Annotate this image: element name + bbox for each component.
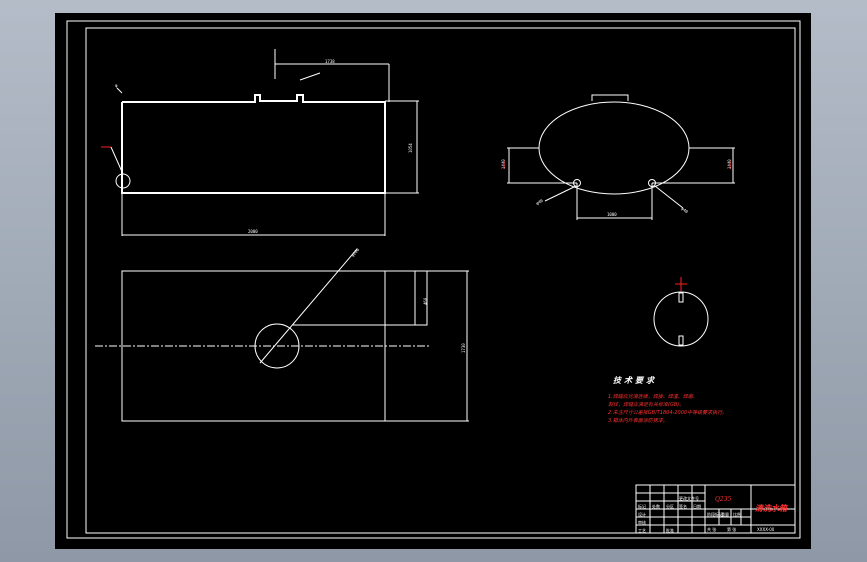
title-row-design: 设计 bbox=[638, 511, 646, 517]
dim-plan-offset: 460 bbox=[423, 297, 428, 305]
cad-drawing: 2000 1054 1738 φ φ200 460 1730 bbox=[66, 20, 801, 539]
notes-title: 技术要求 bbox=[613, 375, 657, 385]
title-extra-scale: 比例 bbox=[733, 511, 741, 517]
title-label-zone: 分区 bbox=[666, 503, 674, 509]
title-label-change: 更改文件号 bbox=[679, 495, 699, 501]
side-top-nozzle bbox=[591, 94, 629, 101]
tank-outline bbox=[121, 94, 386, 194]
title-label-sign: 签名 bbox=[679, 503, 687, 509]
title-part-name: 清洗水箱 bbox=[755, 503, 789, 513]
dim-side-hole-left: φ40 bbox=[535, 198, 544, 206]
title-material: Q235 bbox=[715, 496, 732, 503]
title-label-mark: 标记 bbox=[638, 503, 646, 509]
title-drawing-no: XXXX-00 bbox=[757, 527, 775, 532]
dim-side-bottom: 1000 bbox=[607, 212, 617, 217]
notes-line-3: 2.未注尺寸公差按GB/T1804-2000中等级要求执行。 bbox=[608, 409, 727, 416]
dim-front-height: 1054 bbox=[408, 143, 413, 153]
side-view: 1440 1440 1000 φ40 φ40 bbox=[501, 94, 735, 220]
detail-view bbox=[653, 277, 709, 347]
title-row-process: 工艺 bbox=[638, 528, 646, 533]
notes-line-2: 裂纹，焊缝应满足有关标准(GB)。 bbox=[608, 401, 684, 408]
dim-plan-hole: φ200 bbox=[350, 247, 361, 258]
plan-view: φ200 460 1730 bbox=[95, 247, 469, 422]
front-view: 2000 1054 1738 φ bbox=[101, 49, 419, 236]
plan-hole bbox=[254, 323, 300, 369]
notes-line-1: 1.焊缝应光滑连续，焊接、焊渣、焊瘤、 bbox=[608, 393, 698, 400]
detail-circle bbox=[653, 291, 709, 347]
title-label-count: 处数 bbox=[652, 503, 660, 509]
inner-frame bbox=[85, 27, 796, 534]
notes-line-4: 3.箱体内外表面涂防锈漆。 bbox=[608, 417, 668, 424]
title-extra-total: 共 张 bbox=[707, 526, 716, 532]
dim-front-leader: φ bbox=[115, 83, 118, 88]
dim-front-bottom: 2000 bbox=[248, 229, 258, 234]
title-row-approve: 批准 bbox=[666, 527, 674, 533]
title-label-date: 日期 bbox=[693, 503, 701, 509]
side-ellipse bbox=[538, 101, 690, 195]
title-block: Q235 清洗水箱 XXXX-00 设计 审核 工艺 批准 标记 处数 分区 更… bbox=[635, 484, 796, 534]
title-extra-weight: 重量 bbox=[721, 511, 729, 517]
title-extra-stage: 阶段标记 bbox=[707, 511, 723, 517]
outer-frame bbox=[66, 20, 801, 539]
drawing-sheet: 2000 1054 1738 φ φ200 460 1730 bbox=[55, 13, 811, 549]
title-row-review: 审核 bbox=[638, 519, 646, 525]
dim-side-hole-right: φ40 bbox=[680, 206, 689, 215]
dim-front-top: 1738 bbox=[325, 59, 335, 64]
title-extra-sheet: 第 张 bbox=[727, 526, 736, 532]
dim-plan-width: 1730 bbox=[461, 343, 466, 353]
technical-notes: 技术要求 1.焊缝应光滑连续，焊接、焊渣、焊瘤、 裂纹，焊缝应满足有关标准(GB… bbox=[608, 375, 727, 424]
